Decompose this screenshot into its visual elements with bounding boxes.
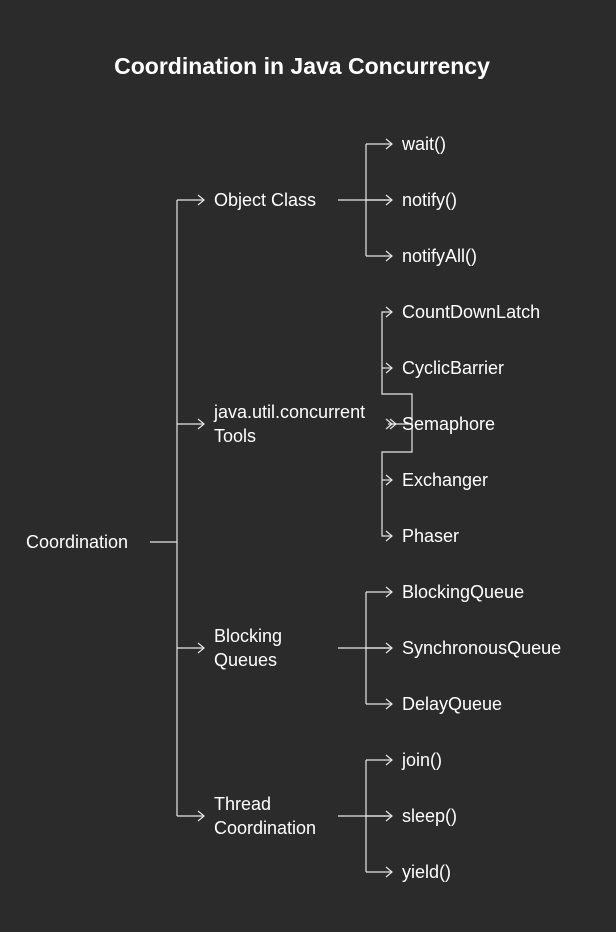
leaf-node-synchronousqueue: SynchronousQueue (402, 638, 561, 658)
arrowhead-icon (385, 250, 393, 262)
arrowhead-icon (385, 138, 393, 150)
leaf-node-semaphore-line: Semaphore (402, 414, 495, 434)
leaf-node-yield: yield() (402, 862, 451, 882)
leaf-node-notify-line: notify() (402, 190, 457, 210)
leaf-node-join-line: join() (401, 750, 442, 770)
arrowhead-icon (385, 306, 393, 318)
arrowhead-icon (385, 698, 393, 710)
edge-tools-bracket (381, 311, 413, 537)
leaf-node-cyclicbarrier-line: CyclicBarrier (402, 358, 504, 378)
nodes-layer: Coordination Object Class wait() notify() no… (26, 134, 561, 882)
leaf-node-synchronousqueue-line: SynchronousQueue (402, 638, 561, 658)
leaf-node-delayqueue-line: DelayQueue (402, 694, 502, 714)
arrowhead-icon (385, 474, 393, 486)
leaf-node-exchanger: Exchanger (402, 470, 488, 490)
branch-node-object-class: Object Class (214, 190, 316, 210)
arrowhead-icon (385, 194, 393, 206)
leaf-node-join: join() (401, 750, 442, 770)
edges-layer (150, 138, 413, 878)
arrowhead-icon (385, 866, 393, 878)
branch-node-object-class-line: Object Class (214, 190, 316, 210)
leaf-node-notify: notify() (402, 190, 457, 210)
root-node-coordination: Coordination (26, 532, 128, 552)
arrowhead-icon (197, 194, 205, 206)
branch-node-blocking-queues-line: Blocking (214, 626, 282, 646)
leaf-node-blockingqueue-line: BlockingQueue (402, 582, 524, 602)
diagram-title: Coordination in Java Concurrency (114, 53, 490, 79)
branch-node-java-util-concurrent-tools-line: Tools (214, 426, 256, 446)
arrowhead-icon (385, 530, 393, 542)
leaf-node-phaser: Phaser (402, 526, 459, 546)
leaf-node-countdownlatch: CountDownLatch (402, 302, 540, 322)
branch-node-thread-coordination-line: Coordination (214, 818, 316, 838)
arrowhead-icon (385, 642, 393, 654)
leaf-node-exchanger-line: Exchanger (402, 470, 488, 490)
leaf-node-countdownlatch-line: CountDownLatch (402, 302, 540, 322)
arrowhead-icon (385, 810, 393, 822)
arrowhead-icon (197, 810, 205, 822)
leaf-node-wait-line: wait() (401, 134, 446, 154)
arrowhead-icon (197, 418, 205, 430)
leaf-node-delayqueue: DelayQueue (402, 694, 502, 714)
arrowhead-icon (385, 754, 393, 766)
branch-node-java-util-concurrent-tools-line: java.util.concurrent (213, 402, 365, 422)
leaf-node-phaser-line: Phaser (402, 526, 459, 546)
leaf-node-cyclicbarrier: CyclicBarrier (402, 358, 504, 378)
leaf-node-notifyall: notifyAll() (402, 246, 477, 266)
branch-node-thread-coordination-line: Thread (214, 794, 271, 814)
arrowhead-icon (197, 642, 205, 654)
leaf-node-yield-line: yield() (402, 862, 451, 882)
leaf-node-wait: wait() (401, 134, 446, 154)
leaf-node-blockingqueue: BlockingQueue (402, 582, 524, 602)
leaf-node-notifyall-line: notifyAll() (402, 246, 477, 266)
arrowhead-icon (385, 418, 393, 430)
arrowhead-icon (385, 586, 393, 598)
leaf-node-sleep: sleep() (402, 806, 457, 826)
root-node-coordination-line: Coordination (26, 532, 128, 552)
leaf-node-semaphore: Semaphore (402, 414, 495, 434)
branch-node-blocking-queues-line: Queues (214, 650, 277, 670)
leaf-node-sleep-line: sleep() (402, 806, 457, 826)
arrowhead-icon (385, 362, 393, 374)
